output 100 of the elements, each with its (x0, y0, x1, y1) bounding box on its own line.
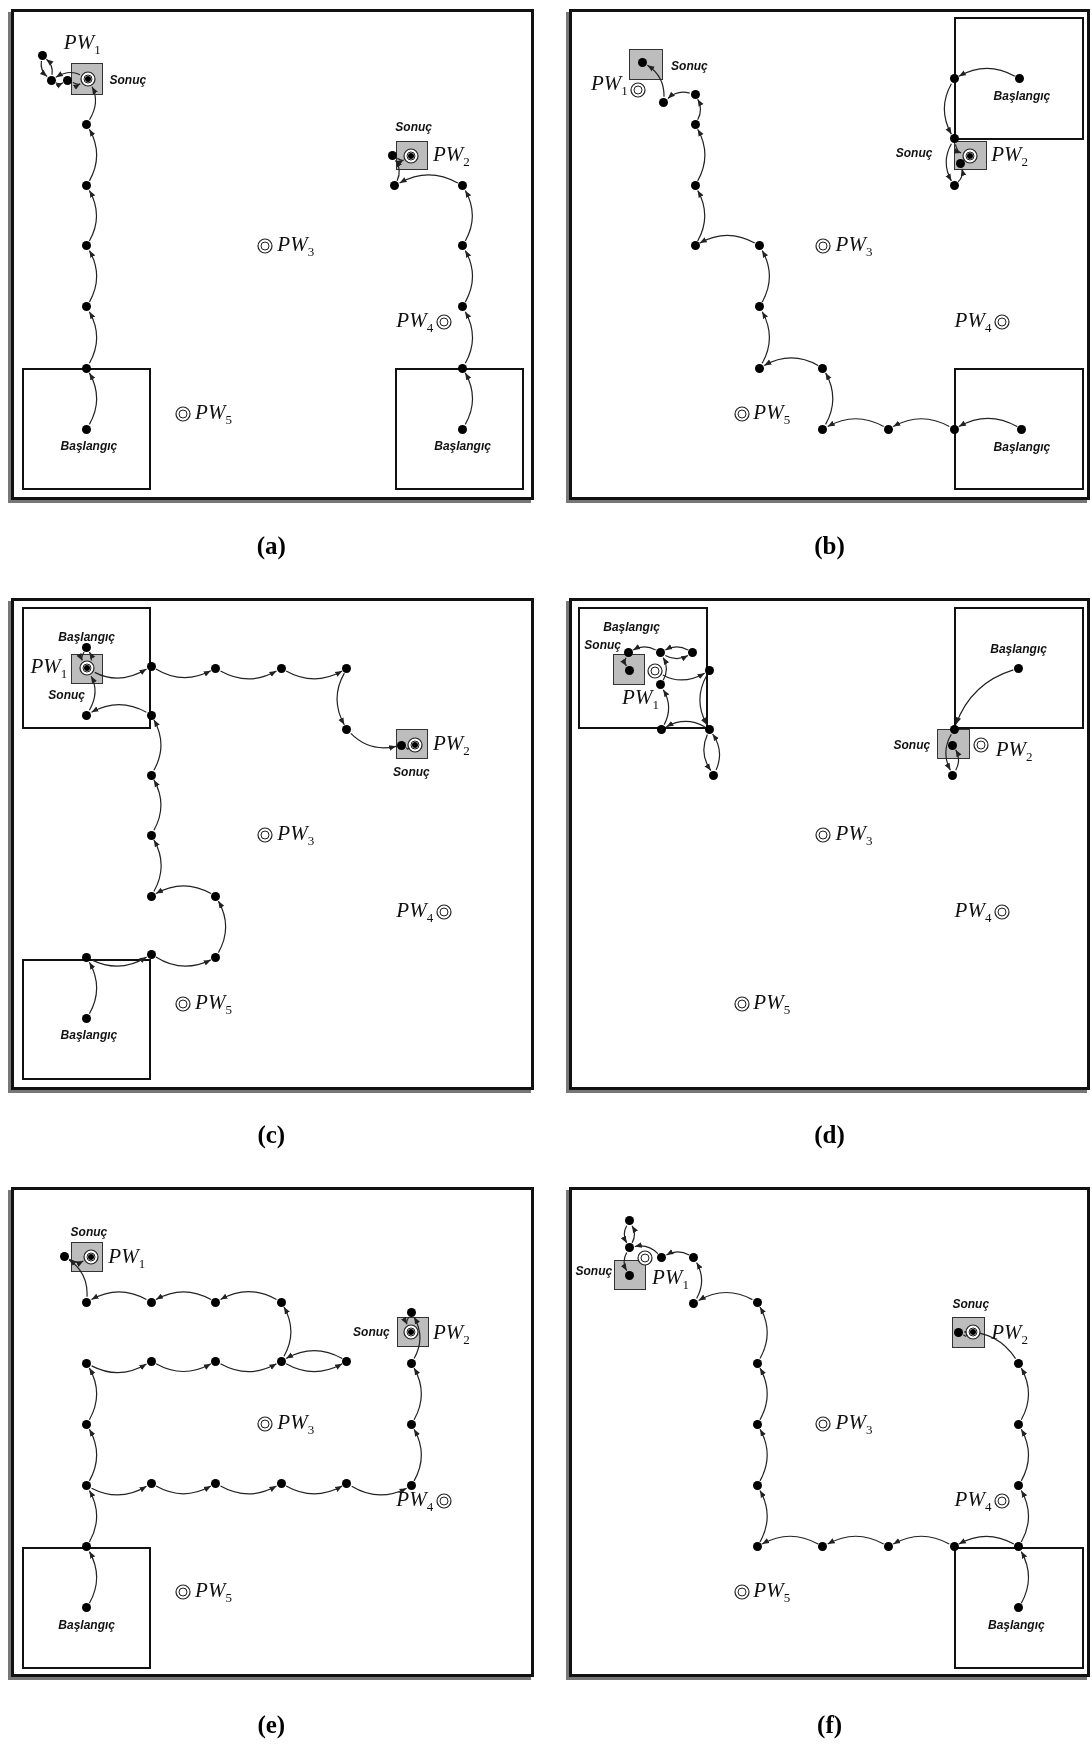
waypoint-dot (458, 181, 468, 191)
waypoint-dot (82, 1481, 92, 1491)
path-arrow (155, 956, 212, 967)
start-zone (22, 368, 152, 491)
path-arrow (664, 654, 689, 662)
waypoint-dot (82, 1420, 92, 1429)
path-arrow (153, 839, 162, 893)
waypoint-dot (396, 740, 406, 750)
zone-label: Başlangıç (988, 1618, 1045, 1631)
waypoint-dot (689, 1298, 699, 1308)
path-arrow (944, 733, 952, 771)
waypoint-dot (458, 424, 468, 434)
path-arrow (761, 250, 770, 303)
path-arrow (68, 1259, 88, 1298)
zone-label: Başlangıç (60, 439, 118, 452)
waypoint-dot (342, 1478, 352, 1488)
zone-label: Başlangıç (60, 1029, 118, 1042)
waypoint-dot (624, 1270, 634, 1280)
zone-label: Başlangıç (990, 643, 1047, 656)
waypoint-dot (211, 1478, 221, 1488)
path-arrow (662, 657, 669, 681)
waypoint-label: PW$_{2}$ (991, 143, 1029, 168)
path-arrow (634, 1242, 659, 1255)
start-zone (22, 958, 152, 1080)
waypoint-dot (1014, 1481, 1024, 1491)
path-arrow (955, 749, 962, 771)
waypoint-dot (211, 1297, 221, 1307)
waypoint-dot (755, 241, 764, 251)
path-arrow (88, 651, 96, 662)
path-arrow (285, 1485, 343, 1495)
goal-label: Sonuç (70, 1226, 108, 1239)
start-zone (954, 16, 1085, 141)
waypoint-dot (624, 666, 634, 675)
path-arrow (761, 1535, 819, 1545)
path-arrow (958, 67, 1016, 77)
path-arrow (712, 733, 721, 771)
waypoint-dot (146, 770, 156, 780)
waypoint-dot (624, 1243, 634, 1253)
path-arrow (696, 1261, 703, 1300)
waypoint-label: PW$_{3}$ (835, 1412, 873, 1437)
panel-caption: (e) (257, 1711, 286, 1737)
waypoint-label: PW$_{3}$ (277, 1412, 315, 1437)
waypoint-label: PW$_{4}$ (396, 310, 434, 335)
waypoint-dot (949, 74, 959, 84)
waypoint-dot (954, 1327, 964, 1337)
path-arrow (697, 128, 706, 182)
path-arrow (759, 1428, 768, 1482)
waypoint-dot (82, 1542, 92, 1552)
path-arrow (761, 311, 770, 364)
zone-label: Başlangıç (993, 441, 1051, 453)
zone-label: Başlangıç (993, 89, 1051, 102)
waypoint-dot (884, 1542, 893, 1552)
path-arrow (219, 1291, 278, 1301)
path-arrow (88, 1367, 98, 1421)
goal-label: Sonuç (671, 59, 708, 72)
panel-caption: (a) (256, 532, 286, 558)
path-arrow (1020, 1551, 1030, 1604)
path-arrow (464, 372, 474, 425)
path-arrow (464, 311, 474, 364)
path-arrow (45, 58, 54, 76)
path-arrow (1020, 1489, 1030, 1543)
path-arrow (285, 1363, 343, 1373)
path-arrow (155, 1363, 212, 1373)
waypoint-dot (388, 151, 397, 161)
waypoint-dot (1014, 1420, 1024, 1429)
waypoint-dot (458, 241, 468, 251)
path-arrow (396, 157, 405, 166)
path-arrow (413, 1316, 421, 1360)
waypoint-dot (211, 1356, 221, 1366)
path-arrow (958, 1535, 1015, 1545)
path-arrow (88, 961, 98, 1015)
path-arrow (413, 1428, 422, 1482)
path-arrow (350, 732, 397, 751)
waypoint-label: PW$_{1}$ (622, 687, 659, 712)
waypoint-dot (276, 1297, 286, 1307)
goal-label: Sonuç (353, 1326, 390, 1339)
waypoint-dot (146, 710, 156, 720)
waypoint-dot (949, 724, 959, 734)
waypoint-label: PW$_{5}$ (753, 1580, 791, 1605)
waypoint-dot (46, 75, 56, 85)
panel-caption: (c) (257, 1121, 286, 1147)
waypoint-dot (752, 1297, 762, 1307)
path-arrow (662, 672, 706, 681)
waypoint-label: PW$_{1}$ (63, 32, 101, 57)
path-arrow (621, 1225, 628, 1244)
waypoint-dot (818, 363, 828, 373)
path-arrow (665, 1249, 690, 1256)
waypoint-dot (657, 1253, 667, 1263)
path-arrow (88, 311, 98, 364)
waypoint-dot (752, 1420, 762, 1429)
waypoint-dot (37, 51, 47, 61)
path-arrow (943, 83, 952, 135)
start-zone (954, 368, 1085, 491)
waypoint-label: PW$_{2}$ (995, 738, 1033, 763)
waypoint-dot (82, 181, 92, 191)
path-arrow (699, 674, 708, 726)
path-arrow (40, 60, 48, 78)
zone-label: Başlangıç (434, 439, 491, 452)
path-arrow (88, 189, 98, 242)
waypoint-dot (390, 181, 400, 191)
